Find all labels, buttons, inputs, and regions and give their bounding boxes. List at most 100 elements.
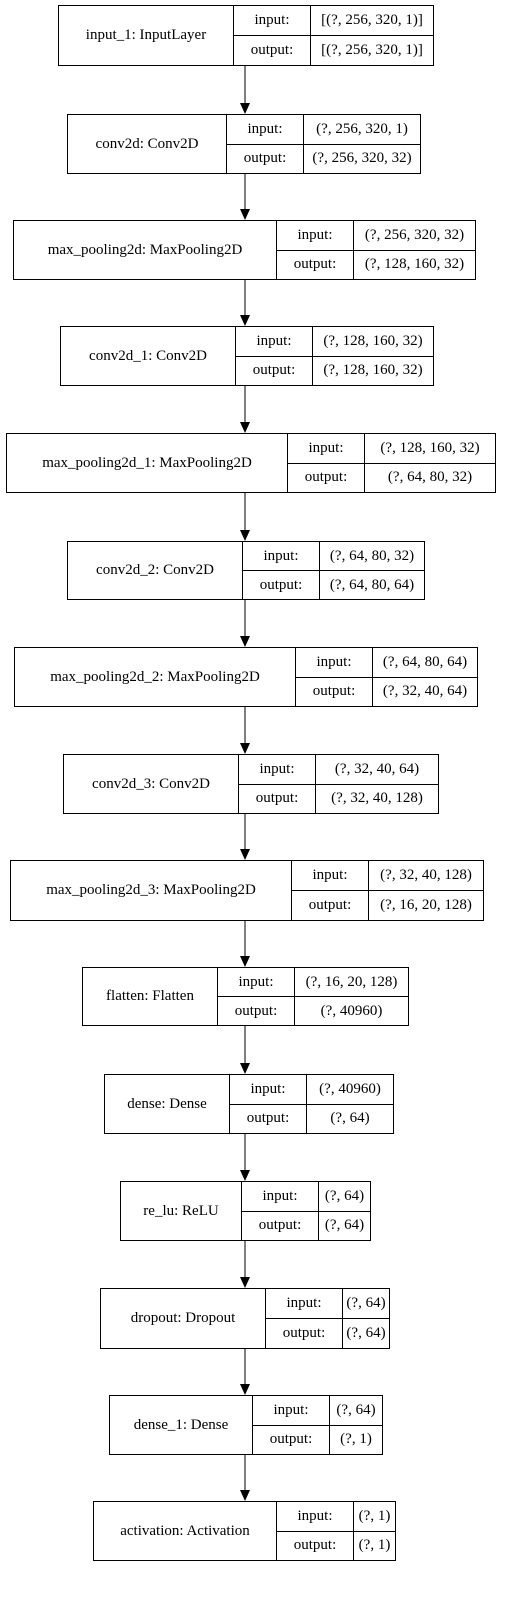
arrow-head-icon: [240, 1384, 250, 1395]
layer-name: conv2d_1: Conv2D: [61, 327, 236, 385]
input-label: input:: [236, 327, 313, 356]
output-label: output:: [218, 997, 295, 1025]
input-shape: (?, 64): [324, 1187, 365, 1204]
output-row: output:(?, 16, 20, 128): [292, 890, 483, 920]
output-row: output:(?, 64, 80, 32): [288, 462, 495, 492]
output-shape: (?, 1): [358, 1537, 391, 1554]
output-label: output:: [296, 677, 373, 706]
output-row: output:(?, 40960): [218, 996, 408, 1025]
arrow-head-icon: [240, 1277, 250, 1288]
input-shape: (?, 64, 80, 64): [382, 653, 468, 670]
output-shape: (?, 32, 40, 64): [382, 683, 468, 700]
arrow-head-icon: [240, 743, 250, 754]
output-shape: (?, 64, 80, 64): [329, 576, 415, 593]
output-shape: (?, 32, 40, 128): [331, 790, 423, 807]
input-label: input:: [277, 221, 354, 250]
input-label: input:: [277, 1502, 354, 1531]
arrow-head-icon: [240, 1063, 250, 1074]
input-row: input:(?, 64): [253, 1396, 382, 1425]
input-row: input: (?, 64): [242, 1182, 370, 1211]
arrow-head-icon: [240, 103, 250, 114]
layer-name: conv2d_3: Conv2D: [64, 755, 239, 813]
output-row: output: (?, 64, 80, 64): [243, 570, 424, 599]
input-label: input:: [239, 755, 316, 784]
layer-name: max_pooling2d_1: MaxPooling2D: [7, 434, 288, 492]
layer-name: re_lu: ReLU: [121, 1182, 242, 1240]
output-row: output:(?, 128, 160, 32): [277, 249, 475, 279]
output-row: output:(?, 256, 320, 32): [227, 143, 420, 173]
output-row: output:(?, 64): [230, 1103, 393, 1133]
output-shape: (?, 64, 80, 32): [387, 469, 473, 486]
output-shape: (?, 128, 160, 32): [364, 256, 465, 273]
input-label: input:: [292, 861, 369, 890]
layer-name: max_pooling2d_3: MaxPooling2D: [11, 861, 292, 920]
arrow-head-icon: [240, 956, 250, 967]
output-shape: (?, 64): [346, 1325, 386, 1341]
arrow-head-icon: [240, 530, 250, 541]
output-row: output:[(?, 256, 320, 1)]: [234, 35, 433, 65]
output-label: output:: [236, 356, 313, 385]
input-row: input:(?, 64, 80, 32): [243, 542, 424, 570]
output-shape: (?, 64): [324, 1217, 365, 1234]
input-shape: [(?, 256, 320, 1)]: [321, 12, 423, 28]
arrow-head-icon: [240, 422, 250, 433]
arrow-head-icon: [240, 209, 250, 220]
input-row: input: [(?, 256, 320, 1)]: [234, 6, 433, 35]
input-shape: (?, 40960): [319, 1080, 381, 1097]
input-label: input:: [218, 968, 295, 996]
layer-name: activation: Activation: [94, 1502, 277, 1560]
input-row: input: (?, 64, 80, 64): [296, 648, 477, 677]
input-row: input: (?, 256, 320, 32): [277, 221, 475, 250]
input-label: input:: [234, 6, 311, 35]
output-shape: (?, 128, 160, 32): [323, 362, 423, 379]
output-row: output:(?, 1): [253, 1424, 382, 1454]
output-row: output: (?, 32, 40, 64): [296, 676, 477, 706]
output-row: output:(?, 32, 40, 128): [239, 783, 438, 813]
input-row: input:(?, 32, 40, 128): [292, 861, 483, 890]
arrow-head-icon: [240, 636, 250, 647]
input-label: input:: [266, 1289, 343, 1318]
output-shape: (?, 256, 320, 32): [312, 150, 412, 167]
output-label: output:: [242, 1211, 319, 1240]
output-label: output:: [266, 1319, 343, 1348]
input-shape: (?, 1): [358, 1507, 391, 1524]
input-shape: (?, 32, 40, 64): [334, 760, 420, 777]
output-label: output:: [243, 571, 320, 599]
input-row: input:(?, 16, 20, 128): [218, 968, 408, 996]
input-row: input: (?, 128, 160, 32): [236, 327, 433, 356]
output-row: output:(?, 64): [266, 1318, 389, 1348]
layer-name: max_pooling2d_2: MaxPooling2D: [15, 648, 296, 706]
output-row: output: (?, 128, 160, 32): [236, 355, 433, 385]
input-shape: (?, 128, 160, 32): [323, 332, 423, 349]
input-shape: (?, 64): [346, 1295, 386, 1311]
input-label: input:: [242, 1182, 319, 1211]
arrow-head-icon: [240, 315, 250, 326]
output-shape: (?, 1): [340, 1431, 372, 1448]
input-label: input:: [288, 434, 365, 463]
arrow-head-icon: [240, 1170, 250, 1181]
input-row: input:(?, 256, 320, 1): [227, 115, 420, 144]
input-row: input:(?, 128, 160, 32): [288, 434, 495, 463]
output-row: output: (?, 64): [242, 1210, 370, 1240]
layer-name: dropout: Dropout: [101, 1289, 266, 1348]
input-label: input:: [296, 648, 373, 677]
output-shape: (?, 16, 20, 128): [380, 897, 472, 913]
layer-name: flatten: Flatten: [83, 968, 218, 1025]
output-label: output:: [277, 1531, 354, 1560]
input-shape: (?, 256, 320, 32): [364, 226, 465, 243]
input-row: input: (?, 32, 40, 64): [239, 755, 438, 784]
